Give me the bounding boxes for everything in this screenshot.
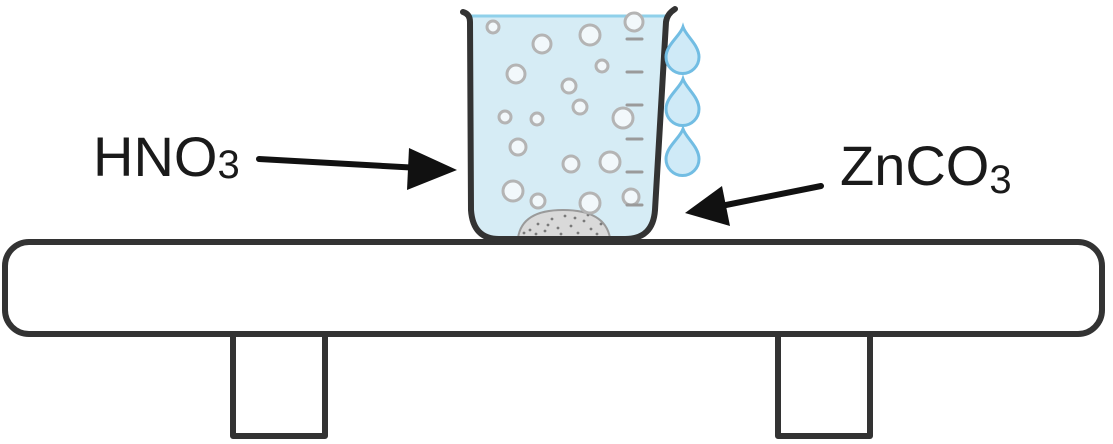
water-drop-icon <box>664 22 701 75</box>
bubble <box>529 111 545 127</box>
acid-label-main: HNO <box>93 125 217 188</box>
bubble <box>594 58 610 74</box>
bubble <box>598 150 622 174</box>
beaker-outline <box>460 6 678 242</box>
zinc-carbonate-powder <box>516 208 612 239</box>
bubble <box>529 192 547 210</box>
solid-label-subscript: 3 <box>989 158 1011 202</box>
label-arrows <box>256 148 824 226</box>
powder-specks <box>522 213 603 236</box>
water-drop-icon <box>664 74 701 127</box>
acid-arrow-shaft <box>256 156 423 171</box>
bubble <box>623 11 645 33</box>
gas-bubbles <box>485 11 645 215</box>
table-leg-right <box>775 336 873 439</box>
bubble <box>621 187 641 207</box>
solid-arrow-shaft <box>718 183 824 209</box>
solid-label-main: ZnCO <box>840 134 989 197</box>
acid-label-subscript: 3 <box>217 143 239 187</box>
water-drop-icon <box>664 124 701 177</box>
solid-arrow-head <box>685 186 730 226</box>
bubble <box>497 109 513 125</box>
acid-arrow-head <box>407 148 457 190</box>
bubble <box>485 19 501 35</box>
bubble <box>508 137 528 157</box>
bubble <box>531 33 553 55</box>
bubble <box>505 63 527 85</box>
table-legs <box>230 336 873 439</box>
table-top <box>2 239 1105 337</box>
bubble <box>571 98 589 116</box>
powder-pile <box>516 208 612 239</box>
bubble <box>578 23 602 47</box>
bubble <box>578 191 602 215</box>
acid-label: HNO3 <box>93 125 240 188</box>
bubble <box>611 106 635 130</box>
water-drops <box>664 22 701 177</box>
bubble <box>561 154 581 174</box>
bubble <box>560 77 578 95</box>
solid-label: ZnCO3 <box>840 134 1012 202</box>
table-leg-left <box>230 336 328 439</box>
bubble <box>501 179 525 203</box>
graduation-marks <box>625 37 644 207</box>
